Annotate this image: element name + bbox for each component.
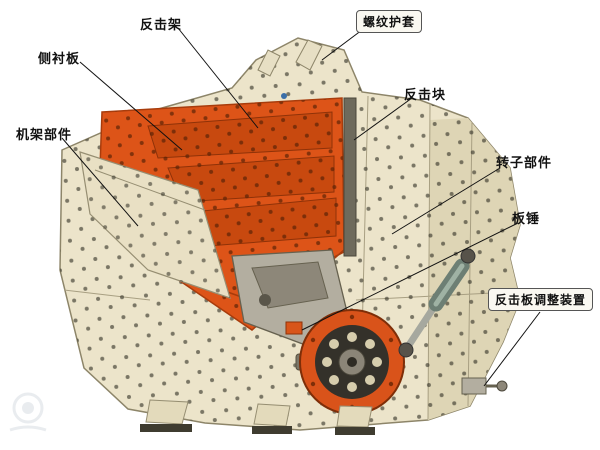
hydraulic-cylinder: [398, 248, 476, 358]
label-blow-bar: 板锤: [512, 211, 541, 226]
top-stack-2: [257, 49, 281, 77]
impact-block-strip: [343, 97, 357, 257]
leader-line-impact-frame: [177, 27, 259, 129]
label-threaded-sleeve: 螺纹护套: [356, 10, 423, 33]
adjuster-device: [461, 377, 508, 395]
label-rotor-assembly: 转子部件: [496, 155, 553, 170]
leader-line-side-liner: [79, 61, 183, 151]
flywheel: [299, 309, 405, 415]
cylinder-bottom-joint: [398, 342, 414, 358]
leader-line-rotor-assembly: [391, 167, 501, 235]
bolt-blue: [281, 93, 287, 99]
foot-center: [252, 426, 292, 434]
foot-left: [140, 424, 192, 432]
label-impact-plate-adjuster: 反击板调整装置: [488, 288, 594, 311]
crusher-housing: [59, 37, 521, 431]
leader-line-impact-plate-adjuster: [483, 311, 541, 387]
label-side-liner: 侧衬板: [38, 51, 81, 66]
leader-lines: [61, 27, 541, 387]
label-impact-block: 反击块: [404, 87, 447, 102]
label-frame-assembly: 机架部件: [16, 127, 73, 142]
cylinder-top-joint: [460, 248, 476, 264]
machine-legs: [140, 399, 375, 435]
leader-line-blow-bar: [301, 223, 517, 331]
watermark: [9, 392, 47, 432]
foot-right: [335, 427, 375, 435]
adjuster-knob: [496, 380, 508, 392]
leader-line-impact-block: [353, 97, 413, 141]
rotor-detail: [259, 294, 271, 306]
flywheel-holes: [322, 332, 382, 392]
threaded-sleeve-part: [295, 39, 323, 71]
cylinder-rod: [403, 300, 440, 352]
leader-line-frame-assembly: [61, 137, 139, 227]
side-liner-panel: [79, 151, 231, 299]
crushing-chamber: [99, 97, 357, 331]
flywheel-rim-bolts: [310, 314, 394, 410]
flywheel-axle: [347, 357, 357, 367]
leader-line-threaded-sleeve: [321, 29, 363, 61]
blow-bar-part: [285, 321, 303, 335]
label-impact-frame: 反击架: [140, 17, 183, 32]
cylinder-highlight: [433, 263, 465, 307]
top-stacks: [257, 39, 323, 99]
